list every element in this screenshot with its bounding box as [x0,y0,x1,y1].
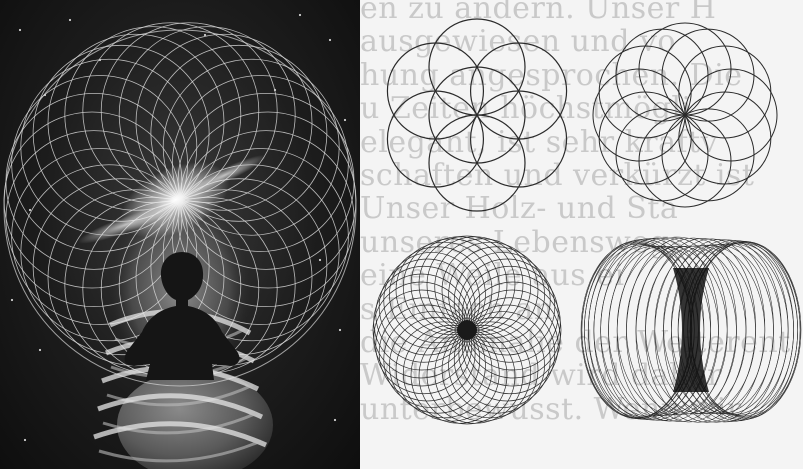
star [329,39,331,41]
flower-rosette-figure [593,23,777,207]
star [29,209,31,211]
book-page: en zu ändern. Unser H ausgewiesen und vo… [360,0,803,469]
star [299,14,301,16]
torus-top-circle [411,327,507,423]
torus-top-centre [457,320,477,340]
torus-top-circle [374,290,470,386]
star [99,59,101,61]
star [69,19,71,21]
torus-top-circle [464,290,560,386]
meditation-torus-illustration [0,0,360,469]
star [344,119,346,121]
star [19,29,21,31]
torus-side-ellipse [614,245,729,417]
star [274,89,276,91]
torus-top-circle [464,274,560,370]
geometry-diagrams [360,0,803,469]
star [24,439,26,441]
star [334,419,336,421]
star [204,34,206,36]
star [39,349,41,351]
torus-top-circle [427,237,523,333]
torus-side-ellipse [652,243,767,415]
torus-side-ellipse [623,236,739,424]
torus-top-circle [374,274,470,370]
torus-top-circle [427,327,523,423]
star [44,94,46,96]
left-illustration-canvas [0,0,360,469]
torus-side-ellipse [642,237,758,425]
torus-top-circle [411,237,507,333]
star [339,329,341,331]
seed-of-life-figure [387,19,566,211]
torus-top-view-figure [373,236,561,424]
star [11,299,13,301]
torus-side-view-figure [581,236,801,424]
star [319,259,321,261]
